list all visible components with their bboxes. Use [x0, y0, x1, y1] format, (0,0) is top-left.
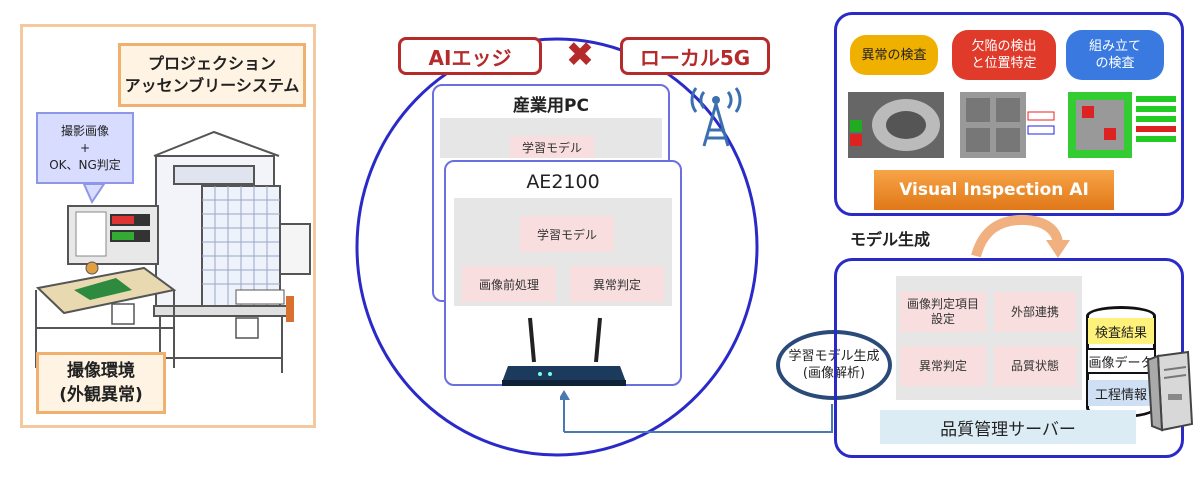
db-inspection-results: 検査結果 [1088, 318, 1154, 344]
ai-edge-tag: AIエッジ [398, 37, 542, 75]
assembly-station-illustration [35, 130, 311, 373]
imaging-environment-label: 撮像環境 (外観異常) [36, 352, 166, 414]
server-tower-icon [1146, 350, 1194, 432]
note-line2: + [79, 140, 91, 155]
bubble2-line1: 欠陥の検出 [971, 39, 1037, 54]
industrial-pc-title: 産業用PC [513, 95, 589, 116]
bubble2-line2: と位置特定 [971, 56, 1037, 71]
ae-anomaly-judge: 異常判定 [570, 266, 664, 302]
sample-image-anomaly [848, 92, 944, 158]
learn-line1: 学習モデル生成 [788, 349, 880, 364]
env-line2: (外観異常) [59, 385, 143, 405]
anomaly-inspection-bubble: 異常の検査 [850, 35, 938, 75]
network-circle [355, 37, 759, 457]
ae2100-device-icon [502, 317, 626, 386]
ae-learning-model: 学習モデル [520, 216, 614, 252]
curved-arrow-icon [971, 214, 1070, 258]
bubble3-line1: 組み立て [1088, 39, 1141, 54]
cross-icon: ✖ [565, 35, 595, 75]
pc-learning-model: 学習モデル [510, 136, 594, 158]
projection-assembly-system-label: プロジェクション アッセンブリーシステム [118, 43, 306, 107]
system-name-line2: アッセンブリーシステム [124, 76, 300, 95]
assembly-inspection-bubble: 組み立て の検査 [1066, 30, 1164, 80]
bubble3-line2: の検査 [1095, 56, 1135, 71]
image-judge-settings: 画像判定項目 設定 [900, 292, 986, 332]
local-5g-tag: ローカル5G [620, 37, 770, 75]
antenna-icon [690, 87, 742, 147]
server-anomaly-judge: 異常判定 [900, 346, 986, 386]
connector-arrow [560, 390, 833, 433]
defect-detection-bubble: 欠陥の検出 と位置特定 [952, 30, 1056, 80]
note-line3: OK、NG判定 [49, 157, 121, 172]
model-generation-label: モデル生成 [850, 230, 931, 249]
db-process-info: 工程情報 [1088, 380, 1154, 406]
visual-inspection-panel [834, 12, 1184, 216]
visual-inspection-ai-banner: Visual Inspection AI [874, 170, 1114, 210]
cell1-line1: 画像判定項目 [906, 297, 979, 311]
image-preprocess: 画像前処理 [462, 266, 556, 302]
sample-image-assembly [1068, 92, 1176, 158]
system-name-line1: プロジェクション [147, 54, 276, 73]
note-pointer [82, 184, 106, 204]
env-line1: 撮像環境 [67, 361, 135, 381]
cell1-line2: 設定 [930, 312, 955, 326]
external-linkage: 外部連携 [994, 292, 1076, 332]
note-line1: 撮影画像 [60, 123, 109, 138]
db-image-data: 画像データ [1088, 348, 1154, 374]
quality-server-label: 品質管理サーバー [880, 410, 1136, 444]
quality-status: 品質状態 [994, 346, 1076, 386]
ae2100-title: AE2100 [526, 171, 600, 193]
captured-image-note: 撮影画像 + OK、NG判定 [36, 112, 134, 184]
sample-image-defect [960, 92, 1055, 158]
